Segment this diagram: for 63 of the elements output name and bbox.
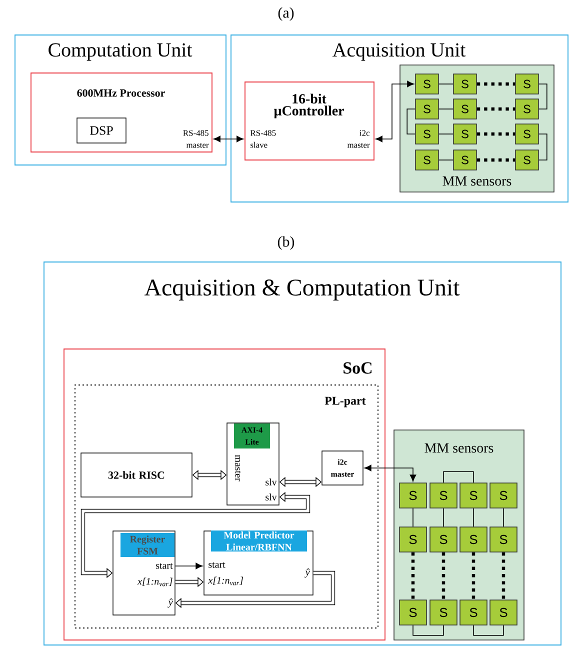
- connector: [411, 552, 415, 600]
- sensor-box: S: [415, 150, 439, 170]
- connector: [476, 82, 516, 86]
- sensor-box: S: [490, 526, 518, 552]
- connector: [442, 552, 446, 600]
- connector: [472, 552, 476, 600]
- sensor-box: S: [399, 526, 427, 552]
- port-label: x[1:n$_{var}$]: [137, 578, 172, 586]
- panel-label: (b): [278, 236, 294, 250]
- port-label: start: [208, 562, 226, 568]
- connector: [473, 508, 474, 527]
- sensor-box: S: [453, 98, 477, 120]
- connector: [538, 134, 548, 160]
- port-label: RS-485 master: [183, 130, 209, 148]
- port-label: ŷ: [168, 598, 173, 608]
- connector: [502, 552, 506, 600]
- port-label: RS-485 slave: [250, 130, 276, 148]
- sensor-box: S: [515, 98, 539, 120]
- sensor-box: S: [460, 482, 488, 508]
- arrow: [375, 80, 414, 142]
- port-label: ŷ: [304, 568, 310, 578]
- arrow: [213, 136, 244, 142]
- arrow: [364, 464, 416, 482]
- arrow: [174, 562, 203, 570]
- sensor-box: S: [460, 526, 488, 552]
- port-label: slv: [266, 493, 277, 500]
- connector: [443, 508, 444, 527]
- connector: [476, 132, 516, 136]
- sensor-box: S: [460, 600, 488, 626]
- sensor-box: S: [453, 124, 477, 144]
- connector: [473, 625, 504, 636]
- connector: [503, 508, 504, 527]
- processor-box: 32-bit RISC: [80, 452, 192, 498]
- port-label: master: [235, 454, 241, 482]
- sensor-box: S: [415, 74, 439, 94]
- port-label: slv: [266, 478, 277, 486]
- sensor-box: S: [399, 600, 427, 626]
- connector: [538, 84, 548, 110]
- port-label: start: [156, 563, 173, 569]
- sensor-box: S: [515, 150, 539, 170]
- sensor-box: S: [430, 482, 458, 508]
- sensor-box: S: [490, 482, 518, 508]
- dsp-box: DSP: [76, 118, 126, 144]
- connector: [412, 508, 414, 527]
- connector: [443, 471, 474, 483]
- connector: [406, 108, 416, 134]
- connector: [476, 107, 516, 111]
- sensor-box: S: [490, 600, 518, 626]
- sensor-box: S: [515, 74, 539, 94]
- sensor-box: S: [399, 482, 427, 508]
- sensor-box: S: [430, 526, 458, 552]
- connector: [412, 625, 444, 636]
- sensor-box: S: [415, 98, 439, 120]
- port-label: i2c master: [347, 130, 370, 148]
- connector: [476, 158, 516, 162]
- sensor-box: S: [453, 150, 477, 170]
- sensor-box: S: [415, 124, 439, 144]
- panel-label: (a): [278, 7, 294, 21]
- connector: [438, 108, 454, 110]
- port-label: x[1:n$_{var}$]: [208, 576, 243, 586]
- sensor-box: S: [515, 124, 539, 144]
- sensor-box: S: [430, 600, 458, 626]
- sensor-box: S: [453, 74, 477, 94]
